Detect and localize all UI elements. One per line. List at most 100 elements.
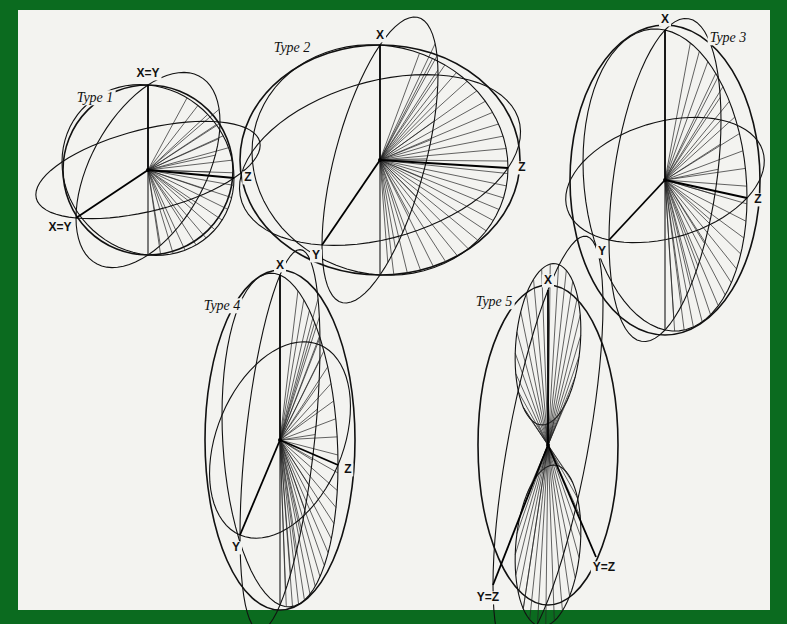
hatch-line — [665, 168, 745, 180]
hatch-line — [519, 392, 548, 445]
hatch-line — [523, 445, 548, 609]
type-label: Type 5 — [474, 294, 515, 309]
hatch-line — [665, 180, 698, 266]
principal-axis — [493, 445, 548, 585]
principal-axis — [548, 445, 596, 557]
hatch-line — [148, 170, 215, 230]
type-label: Type 3 — [708, 30, 749, 45]
hatch-line — [380, 160, 381, 275]
type-label: Type 1 — [75, 90, 116, 105]
axis-label: Z — [752, 193, 763, 206]
hatch-line — [516, 445, 548, 575]
hatch-line — [280, 440, 293, 607]
hatch-line — [280, 317, 319, 440]
hatch-line — [280, 440, 296, 554]
principal-axis — [240, 440, 280, 535]
hatch-line — [280, 367, 328, 440]
ellipsoid — [566, 19, 765, 342]
section-ellipse — [222, 273, 338, 607]
hatch-line — [534, 279, 548, 445]
hatch-line — [548, 270, 566, 445]
axis-label: X — [274, 259, 286, 272]
hatch-line — [516, 374, 548, 445]
hatch-line — [280, 299, 318, 440]
type-label: Type 4 — [202, 298, 243, 313]
centre-dot — [278, 438, 282, 442]
centre-dot — [663, 178, 667, 182]
hatch-line — [380, 160, 416, 197]
hatch-line — [148, 123, 220, 170]
axis-label: X — [374, 29, 386, 42]
hatch-line — [665, 97, 720, 180]
ellipsoid-outline — [478, 285, 618, 605]
hatch-line — [148, 170, 234, 185]
hatch-line — [548, 445, 579, 558]
hatch-line — [148, 109, 219, 170]
principal-axis — [279, 275, 281, 440]
hatch-line — [517, 332, 548, 445]
hatch-line — [380, 160, 394, 275]
hatch-line — [280, 440, 320, 577]
hatch-line — [665, 120, 721, 180]
hatch-line — [380, 73, 456, 160]
section-ellipse — [62, 85, 234, 256]
axis-label: Z — [342, 463, 353, 476]
hatch-line — [148, 170, 184, 220]
section-ellipse — [583, 29, 747, 331]
hatch-line — [280, 440, 285, 591]
hatch-line — [548, 377, 575, 445]
section-ellipse — [609, 19, 721, 342]
hatch-line — [148, 170, 161, 255]
hatch-line — [380, 160, 499, 210]
hatch-line — [380, 160, 388, 263]
ellipsoid — [239, 17, 520, 303]
hatch-line — [280, 351, 324, 440]
hatch-line — [523, 445, 548, 609]
hatch-line — [380, 112, 493, 160]
hatch-line — [380, 160, 434, 268]
principal-axis — [147, 85, 149, 170]
page-ground — [18, 10, 770, 610]
hatch-line — [380, 81, 467, 160]
hatch-line — [548, 445, 581, 537]
principal-axis — [547, 290, 549, 445]
principal-axis — [609, 180, 665, 240]
hatch-line — [665, 180, 666, 330]
principal-axis — [280, 440, 338, 465]
hatch-line — [665, 87, 723, 180]
hatch-line — [665, 144, 720, 180]
hatch-line — [380, 160, 486, 231]
axis-label: Y=Z — [591, 561, 617, 574]
axis-label: Y — [596, 245, 608, 258]
axis-label: Z — [242, 171, 253, 184]
hatch-line — [523, 407, 548, 445]
principal-axis — [380, 160, 508, 168]
hatch-line — [665, 180, 684, 330]
hatch-line — [380, 160, 410, 215]
hatch-line — [665, 180, 741, 254]
hatch-line — [665, 117, 735, 180]
hatch-line — [380, 136, 503, 160]
axis-label: X — [659, 13, 671, 26]
hatch-line — [548, 445, 577, 498]
principal-axis — [665, 180, 747, 198]
hatch-line — [665, 180, 690, 286]
axis-label: Y — [310, 249, 322, 262]
hatch-line — [665, 180, 666, 330]
hatch-line — [280, 401, 334, 440]
hatch-line — [665, 180, 675, 331]
centre-dot — [378, 158, 382, 162]
centre-dot — [146, 168, 150, 172]
hatch-line — [380, 160, 493, 221]
hatch-line — [148, 155, 215, 170]
hatch-line — [280, 419, 336, 440]
hatch-line — [280, 360, 320, 440]
hatch-line — [548, 281, 573, 445]
principal-axis — [322, 160, 380, 245]
hatch-line — [546, 445, 548, 624]
hatch-line — [380, 160, 446, 263]
hatch-line — [148, 170, 222, 220]
hatch-line — [548, 264, 559, 445]
